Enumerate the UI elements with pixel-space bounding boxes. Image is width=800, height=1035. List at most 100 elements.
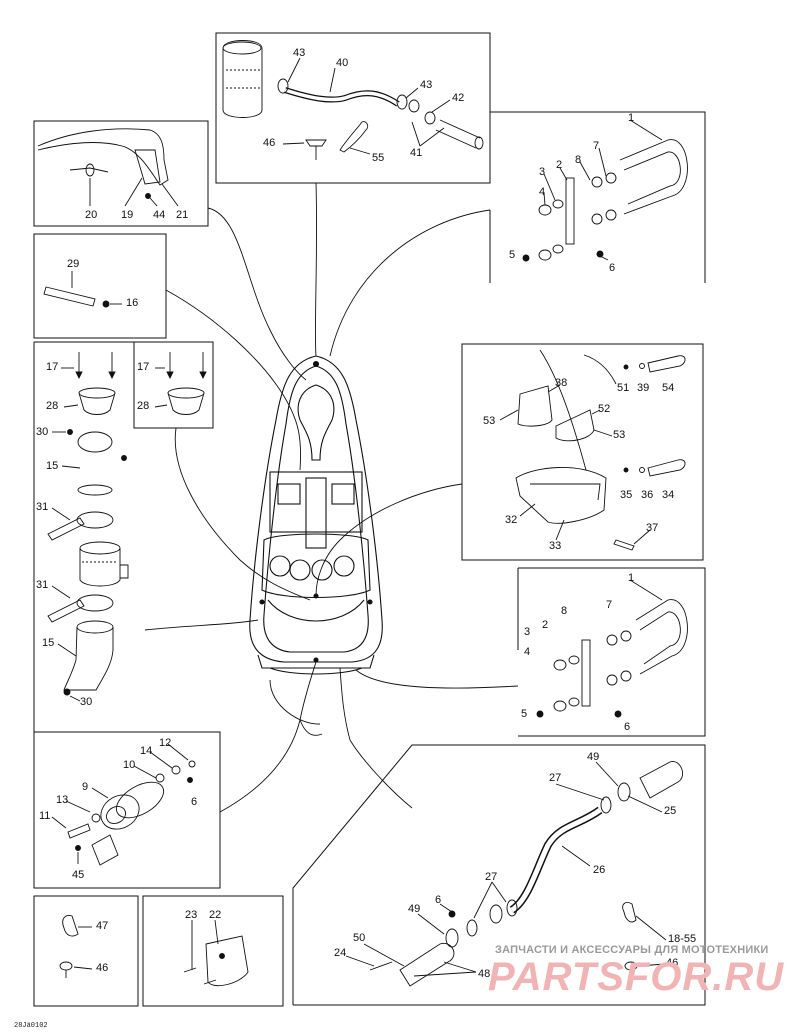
part-callout: 4: [524, 646, 531, 658]
watermark-tagline: ЗАПЧАСТИ И АКСЕССУАРЫ ДЛЯ МОТОТЕХНИКИ: [495, 944, 769, 956]
watermark-site: PARTSFOR.RU: [488, 955, 785, 999]
part-callout: 4: [539, 186, 546, 198]
part-callout: 24: [334, 947, 347, 959]
part-callout: 37: [646, 522, 659, 534]
part-callout: 50: [353, 932, 366, 944]
part-callout: 2: [542, 619, 549, 631]
panel-clip: [33, 895, 139, 1007]
panel-pin: [33, 233, 167, 339]
panel-vent-parts: [34, 341, 214, 429]
part-callout: 39: [637, 382, 650, 394]
part-callout: 52: [598, 403, 611, 415]
part-callout: 9: [82, 781, 89, 793]
part-callout: 53: [613, 429, 626, 441]
part-callout: 30: [80, 696, 93, 708]
part-callout: 8: [575, 154, 582, 166]
panel-handle-bottom: [518, 567, 706, 737]
part-callout: 2: [556, 159, 563, 171]
part-callout: 51: [617, 382, 630, 394]
part-callout: 5: [521, 708, 528, 720]
bilge-parts: [345, 761, 683, 987]
panel-cover: [142, 895, 284, 1007]
nose-fitting-parts: [37, 128, 179, 207]
panel-reboarding-step: [461, 343, 704, 561]
part-callout: 20: [85, 209, 98, 221]
part-callout: 41: [410, 147, 423, 159]
part-callout: 23: [185, 909, 198, 921]
part-callout: 53: [483, 415, 496, 427]
part-callout: 46: [666, 957, 679, 969]
handle-top-parts: [522, 119, 688, 262]
part-callout: 31: [36, 579, 49, 591]
panel-drain-plug: [33, 731, 221, 889]
panel-bilge: [292, 744, 706, 1006]
cover-parts: [183, 919, 249, 986]
handle-bottom-parts: [536, 579, 688, 718]
part-callout: 14: [140, 745, 153, 757]
part-callout: 6: [191, 796, 198, 808]
part-callout: 12: [159, 737, 172, 749]
part-callout: 6: [624, 721, 631, 733]
part-callout: 44: [153, 209, 166, 221]
part-callout: 15: [42, 637, 55, 649]
part-callout: 13: [56, 794, 69, 806]
vent-parts: [47, 352, 207, 702]
part-callout: 21: [176, 209, 189, 221]
part-callout: 1: [628, 112, 635, 124]
part-callout: 27: [549, 772, 562, 784]
part-callout: 8: [561, 605, 568, 617]
part-callout: 47: [96, 920, 109, 932]
part-callout: 22: [209, 909, 222, 921]
part-callout: 7: [593, 140, 600, 152]
part-callout: 27: [485, 871, 498, 883]
clip-parts: [59, 915, 93, 978]
part-callout: 46: [96, 962, 109, 974]
part-callout: 31: [36, 501, 49, 513]
part-callout: 33: [549, 540, 562, 552]
part-callout: 15: [46, 460, 59, 472]
part-callout: 49: [587, 751, 600, 763]
drain-plug-parts: [51, 743, 196, 866]
part-callout: 42: [452, 92, 465, 104]
part-callout: 5: [509, 249, 516, 261]
part-callout: 25: [664, 805, 677, 817]
part-callout: 48: [478, 968, 491, 980]
hull-drawing: [249, 355, 383, 675]
part-callout: 3: [539, 166, 546, 178]
part-callout: 29: [67, 258, 80, 270]
panel-air-intake: [215, 32, 491, 184]
part-callout: 6: [609, 262, 616, 274]
part-callout: 45: [72, 869, 85, 881]
part-callout: 18-55: [668, 933, 697, 945]
leader-curves: [144, 182, 519, 813]
panel-handle-top: [490, 111, 706, 283]
part-callout: 46: [263, 137, 276, 149]
part-callout: 17: [46, 361, 59, 373]
pin-parts: [43, 271, 122, 308]
part-callout: 3: [524, 626, 531, 638]
part-callout: 35: [620, 489, 633, 501]
part-callout: 30: [36, 426, 49, 438]
part-callout: 36: [641, 489, 654, 501]
part-callout: 10: [123, 759, 136, 771]
panel-nose-fitting: [33, 120, 209, 227]
part-callout: 28: [137, 400, 150, 412]
part-callout: 55: [372, 152, 385, 164]
part-callout: 7: [606, 599, 613, 611]
part-callout: 49: [408, 903, 421, 915]
part-callout: 34: [662, 489, 675, 501]
diagram-code: 28Jä0102: [14, 1022, 48, 1030]
part-callout: 38: [555, 377, 568, 389]
part-callout: 16: [126, 297, 139, 309]
part-callout: 1: [628, 572, 635, 584]
reboarding-step-parts: [499, 349, 686, 551]
part-callout: 26: [593, 864, 606, 876]
part-callout: 17: [137, 361, 150, 373]
part-callout: 43: [293, 47, 306, 59]
part-callout: 40: [336, 57, 349, 69]
part-callout: 11: [39, 810, 51, 822]
air-intake-parts: [222, 40, 484, 160]
part-callout: 6: [435, 894, 442, 906]
